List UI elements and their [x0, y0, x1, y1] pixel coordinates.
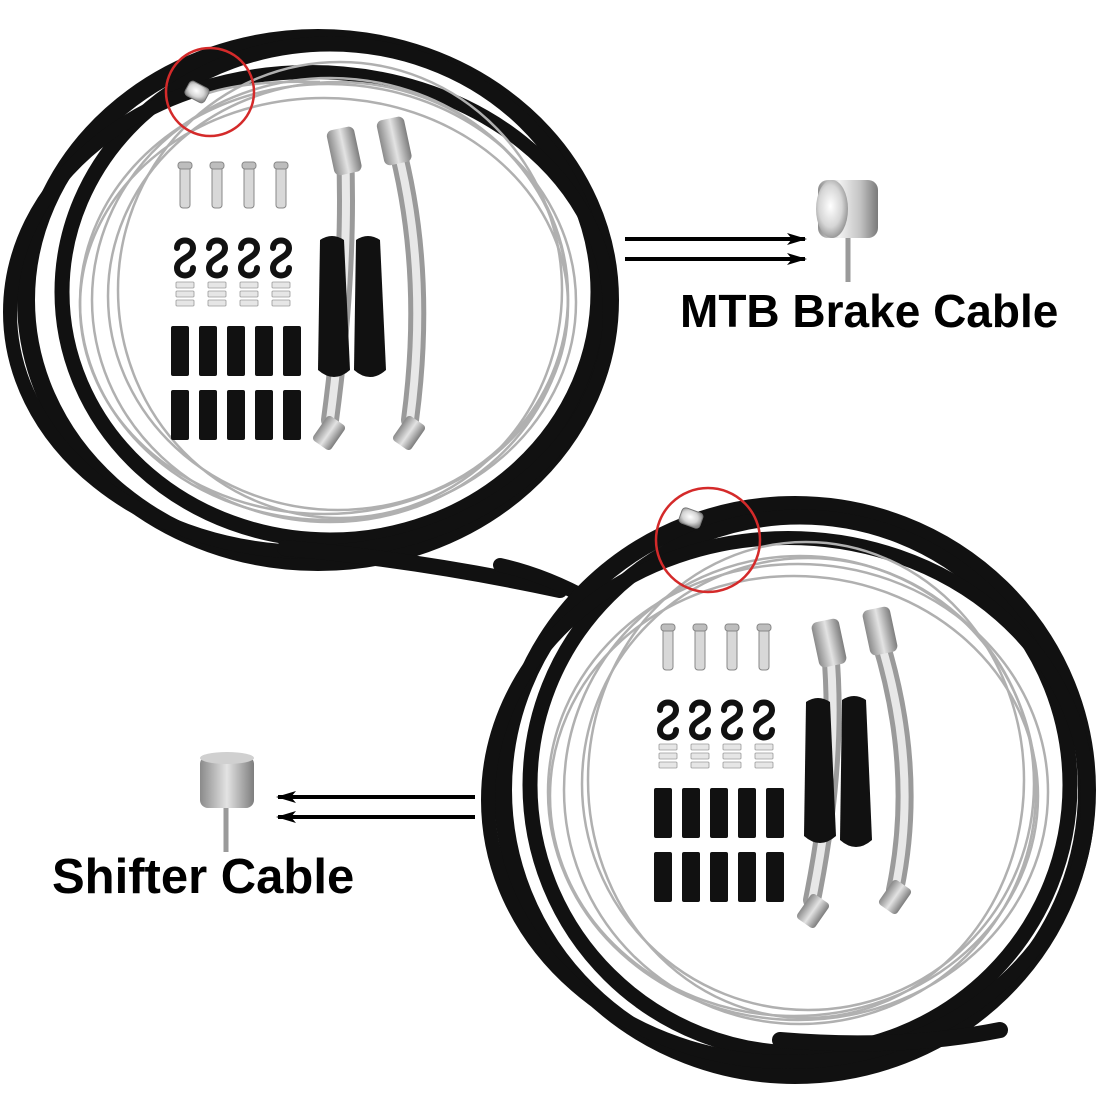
crimp-cap — [722, 752, 742, 760]
cable-hook — [205, 237, 229, 279]
crimp-cap — [690, 743, 710, 751]
ferrule — [738, 788, 756, 838]
shifter-cable-end-icon — [200, 752, 254, 852]
ferrule — [227, 326, 245, 376]
ferrule — [710, 852, 728, 902]
cable-tip — [273, 161, 289, 209]
brake-cable-label: MTB Brake Cable — [680, 285, 1059, 337]
crimp-cap — [658, 761, 678, 769]
ferrule — [171, 390, 189, 440]
shifter-cable-label: Shifter Cable — [52, 850, 355, 904]
crimp-cap — [690, 761, 710, 769]
crimp-cap — [239, 299, 259, 307]
ferrule — [283, 390, 301, 440]
cable-hook — [752, 699, 776, 741]
cable-hook — [237, 237, 261, 279]
cable-end-detail — [164, 46, 256, 138]
ferrule — [738, 852, 756, 902]
cable-end-detail — [654, 486, 762, 594]
outer-housing-coil — [3, 29, 619, 607]
cable-hook — [688, 699, 712, 741]
noodle-set — [312, 116, 427, 451]
highlight-circle — [164, 46, 256, 138]
ferrule-set — [171, 161, 301, 440]
cable-hook — [269, 237, 293, 279]
ferrule — [682, 852, 700, 902]
ferrule — [766, 852, 784, 902]
ferrule — [255, 390, 273, 440]
ferrule — [227, 390, 245, 440]
cable-tip — [756, 623, 772, 671]
crimp-cap — [754, 743, 774, 751]
outer-housing-coil — [481, 496, 1096, 1084]
crimp-cap — [754, 761, 774, 769]
ferrule — [199, 390, 217, 440]
highlight-circle — [654, 486, 762, 594]
cable-hook — [173, 237, 197, 279]
ferrule — [255, 326, 273, 376]
mtb-brake-cable-end-icon — [816, 180, 878, 282]
crimp-cap — [271, 281, 291, 289]
crimp-cap — [722, 743, 742, 751]
crimp-cap — [207, 290, 227, 298]
crimp-cap — [175, 299, 195, 307]
cable-tip — [209, 161, 225, 209]
ferrule — [171, 326, 189, 376]
crimp-cap — [658, 752, 678, 760]
crimp-cap — [207, 281, 227, 289]
crimp-cap — [690, 752, 710, 760]
ferrule — [283, 326, 301, 376]
ferrule-set — [654, 623, 784, 902]
rubber-boots — [804, 696, 872, 847]
brake-cable-callout — [625, 180, 878, 282]
inner-wire-coil — [78, 60, 578, 524]
crimp-cap — [239, 281, 259, 289]
inner-wire-coil — [546, 540, 1050, 1026]
brake-cable-kit — [3, 29, 619, 607]
crimp-cap — [239, 290, 259, 298]
ferrule — [654, 852, 672, 902]
cable-tip — [241, 161, 257, 209]
cable-hook — [720, 699, 744, 741]
crimp-cap — [271, 290, 291, 298]
crimp-cap — [271, 299, 291, 307]
crimp-cap — [175, 281, 195, 289]
shifter-cable-kit — [481, 486, 1096, 1084]
crimp-cap — [175, 290, 195, 298]
cable-hook — [656, 699, 680, 741]
ferrule — [682, 788, 700, 838]
ferrule — [199, 326, 217, 376]
crimp-cap — [658, 743, 678, 751]
crimp-cap — [754, 752, 774, 760]
cable-tip — [177, 161, 193, 209]
ferrule — [654, 788, 672, 838]
cable-tip — [724, 623, 740, 671]
shifter-cable-callout — [200, 752, 475, 852]
ferrule — [766, 788, 784, 838]
rubber-boots — [318, 236, 386, 377]
crimp-cap — [722, 761, 742, 769]
cable-tip — [692, 623, 708, 671]
ferrule — [710, 788, 728, 838]
cable-tip — [660, 623, 676, 671]
crimp-cap — [207, 299, 227, 307]
